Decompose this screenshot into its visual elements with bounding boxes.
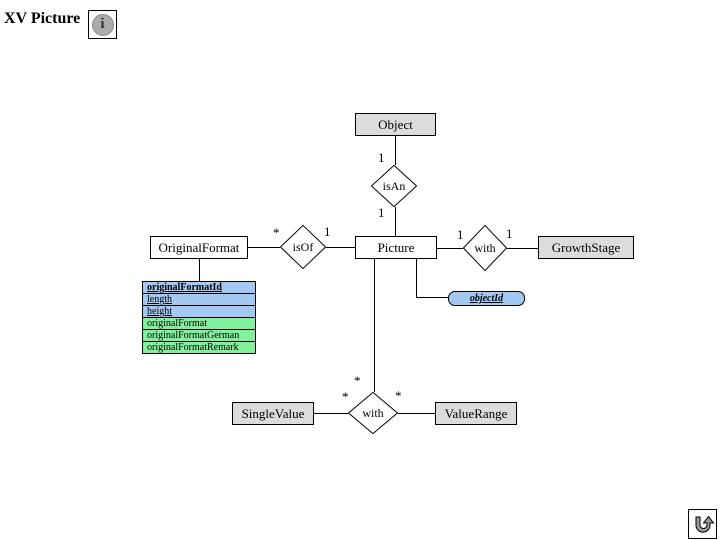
relationship-isan: isAn xyxy=(371,165,417,207)
entity-label: OriginalFormat xyxy=(158,239,240,255)
connector-line xyxy=(416,259,417,298)
u-turn-arrow-icon xyxy=(695,515,715,533)
entity-label: SingleValue xyxy=(241,405,305,421)
relationship-label: with xyxy=(362,405,384,420)
entity-label: Picture xyxy=(377,239,415,255)
entity-label: Object xyxy=(378,116,413,132)
entity-label: ValueRange xyxy=(444,405,508,421)
connector-line xyxy=(326,247,355,248)
connector-line xyxy=(398,413,435,414)
cardinality-label: * xyxy=(342,389,349,404)
cardinality-label: 1 xyxy=(378,150,385,165)
back-button[interactable] xyxy=(688,509,717,539)
entity-valuerange: ValueRange xyxy=(435,402,517,425)
connector-line xyxy=(507,248,538,249)
diamond-shape-icon xyxy=(348,392,398,434)
picture-attribute-objectid: objectId xyxy=(448,291,525,306)
attribute-row: originalFormatGerman xyxy=(142,329,256,342)
cardinality-label: * xyxy=(354,373,361,388)
page-title: XV Picture xyxy=(4,10,81,27)
diamond-shape-icon xyxy=(371,165,417,207)
cardinality-label: 1 xyxy=(378,205,385,220)
attribute-row: originalFormatRemark xyxy=(142,341,256,354)
cardinality-label: 1 xyxy=(506,226,513,241)
cardinality-label: 1 xyxy=(457,227,464,242)
cardinality-label: * xyxy=(273,225,280,240)
entity-originalformat: OriginalFormat xyxy=(150,236,248,259)
entity-singlevalue: SingleValue xyxy=(232,402,314,425)
relationship-label: isAn xyxy=(382,178,406,193)
connector-line xyxy=(314,413,348,414)
entity-growthstage: GrowthStage xyxy=(538,236,634,259)
connector-line xyxy=(374,259,375,392)
relationship-with-value: with xyxy=(348,392,398,434)
info-icon-glyph: i xyxy=(100,16,105,32)
relationship-with-growthstage: with xyxy=(463,225,507,271)
diamond-shape-icon xyxy=(280,225,326,269)
connector-line xyxy=(395,207,396,236)
relationship-isof: isOf xyxy=(280,225,326,269)
info-button[interactable]: i xyxy=(88,10,117,39)
entity-label: GrowthStage xyxy=(551,239,621,255)
originalformat-attribute-table: originalFormatId length height originalF… xyxy=(142,281,256,354)
connector-line xyxy=(437,248,463,249)
cardinality-label: 1 xyxy=(324,224,331,239)
relationship-label: isOf xyxy=(292,239,314,254)
connector-line xyxy=(395,136,396,165)
relationship-label: with xyxy=(474,240,496,255)
connector-line xyxy=(248,247,280,248)
cardinality-label: * xyxy=(395,388,402,403)
entity-picture: Picture xyxy=(355,236,437,259)
entity-object: Object xyxy=(355,113,436,136)
connector-line xyxy=(416,297,448,298)
info-icon: i xyxy=(91,13,114,36)
diamond-shape-icon xyxy=(463,225,507,271)
attribute-label: objectId xyxy=(469,293,504,304)
connector-line xyxy=(199,259,200,281)
